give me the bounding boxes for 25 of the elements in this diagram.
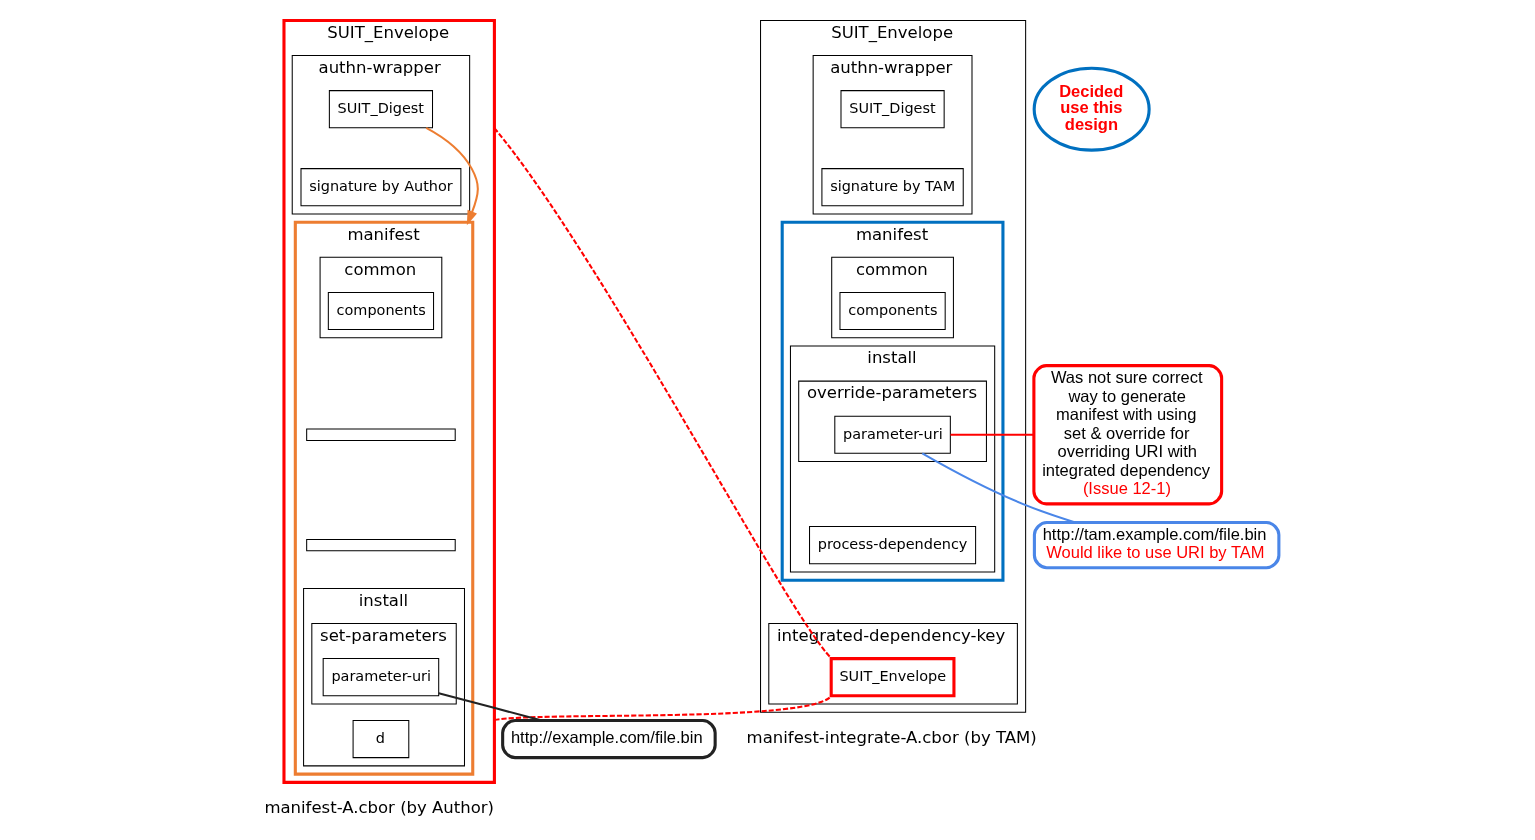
node-box: SUIT_Digest [328,90,434,129]
node-box: SUIT_Envelope [829,657,956,698]
node-label: manifest-A.cbor (by Author) [264,798,495,818]
node-box: parameter-uri [322,658,440,697]
node-box: http://example.com/file.bin [501,718,717,760]
node-box: d [352,719,410,759]
node-box: components [327,291,435,331]
node-box: http://tam.example.com/file.bin Would like to use URI by TAM [1032,520,1281,570]
node-box: SUIT_Digest [840,90,945,129]
node-box: parameter-uri [834,415,951,454]
node-label: manifest-integrate-A.cbor (by TAM) [746,727,1037,747]
connector [494,695,832,722]
connector [438,692,543,722]
node-box: process-dependency [809,526,977,565]
node-ellipse: Decided use this design [1032,66,1151,152]
node-box: Was not sure correct way to generate manifest with using set & override for overriding URI with integrated dependency (Issue 12-1) [1032,364,1224,506]
node-box: components [839,291,946,331]
arrow [425,127,479,226]
node-box [306,428,456,441]
connector [493,127,832,659]
node-box: signature by Author [300,168,462,207]
connector [921,452,1076,524]
node-box [306,538,456,552]
node-box: signature by TAM [821,168,964,207]
connector [950,433,1034,436]
